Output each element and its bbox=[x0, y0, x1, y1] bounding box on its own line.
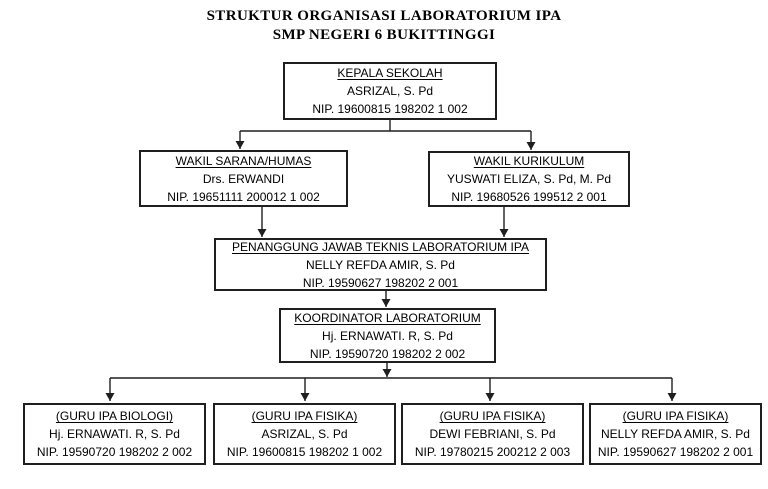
person-name: YUSWATI ELIZA, S. Pd, M. Pd bbox=[446, 172, 612, 186]
role-label: (GURU IPA FISIKA) bbox=[622, 409, 729, 423]
nip-number: NIP. 19600815 198202 1 002 bbox=[312, 102, 468, 116]
person-name: NELLY REFDA AMIR, S. Pd bbox=[601, 427, 750, 441]
page-title: STRUKTUR ORGANISASI LABORATORIUM IPA SMP… bbox=[0, 7, 768, 45]
person-name: Drs. ERWANDI bbox=[202, 171, 285, 186]
nip-number: NIP. 19590627 198202 2 001 bbox=[597, 445, 754, 459]
title-line-2: SMP NEGERI 6 BUKITTINGGI bbox=[272, 27, 496, 43]
org-box-guru-ipa-fisika-3: (GURU IPA FISIKA) NELLY REFDA AMIR, S. P… bbox=[589, 403, 762, 465]
role-label: (GURU IPA BIOLOGI) bbox=[55, 409, 174, 423]
nip-number: NIP. 19680526 199512 2 001 bbox=[451, 190, 607, 204]
org-box-guru-ipa-biologi: (GURU IPA BIOLOGI) Hj. ERNAWATI. R, S. P… bbox=[23, 403, 206, 465]
nip-number: NIP. 19590720 198202 2 002 bbox=[309, 346, 466, 361]
org-box-guru-ipa-fisika-2: (GURU IPA FISIKA) DEWI FEBRIANI, S. Pd N… bbox=[401, 403, 584, 465]
role-label: (GURU IPA FISIKA) bbox=[439, 409, 546, 423]
nip-number: NIP. 19590627 198202 2 001 bbox=[302, 275, 459, 290]
person-name: ASRIZAL, S. Pd bbox=[261, 427, 348, 441]
org-box-wakil-sarana-humas: WAKIL SARANA/HUMAS Drs. ERWANDI NIP. 196… bbox=[139, 150, 348, 207]
person-name: Hj. ERNAWATI. R, S. Pd bbox=[49, 427, 180, 441]
role-label: KEPALA SEKOLAH bbox=[337, 66, 443, 80]
org-box-penanggung-jawab-teknis: PENANGGUNG JAWAB TEKNIS LABORATORIUM IPA… bbox=[214, 238, 547, 291]
nip-number: NIP. 19780215 200212 2 003 bbox=[414, 445, 571, 459]
org-box-wakil-kurikulum: WAKIL KURIKULUM YUSWATI ELIZA, S. Pd, M.… bbox=[428, 151, 630, 207]
person-name: NELLY REFDA AMIR, S. Pd bbox=[306, 257, 455, 272]
nip-number: NIP. 19590720 198202 2 002 bbox=[36, 445, 193, 459]
person-name: ASRIZAL, S. Pd bbox=[346, 84, 434, 98]
org-box-guru-ipa-fisika-1: (GURU IPA FISIKA) ASRIZAL, S. Pd NIP. 19… bbox=[213, 403, 396, 465]
org-box-kepala-sekolah: KEPALA SEKOLAH ASRIZAL, S. Pd NIP. 19600… bbox=[283, 62, 497, 120]
title-line-1: STRUKTUR ORGANISASI LABORATORIUM IPA bbox=[206, 8, 562, 24]
role-label: WAKIL KURIKULUM bbox=[473, 154, 585, 168]
role-label: KOORDINATOR LABORATORIUM bbox=[294, 310, 481, 325]
role-label: PENANGGUNG JAWAB TEKNIS LABORATORIUM IPA bbox=[232, 239, 529, 254]
role-label: (GURU IPA FISIKA) bbox=[251, 409, 358, 423]
org-box-koordinator-laboratorium: KOORDINATOR LABORATORIUM Hj. ERNAWATI. R… bbox=[279, 308, 496, 363]
nip-number: NIP. 19651111 200012 1 002 bbox=[167, 189, 320, 204]
person-name: DEWI FEBRIANI, S. Pd bbox=[429, 427, 556, 441]
role-label: WAKIL SARANA/HUMAS bbox=[175, 153, 312, 168]
nip-number: NIP. 19600815 198202 1 002 bbox=[226, 445, 383, 459]
person-name: Hj. ERNAWATI. R, S. Pd bbox=[322, 328, 453, 343]
